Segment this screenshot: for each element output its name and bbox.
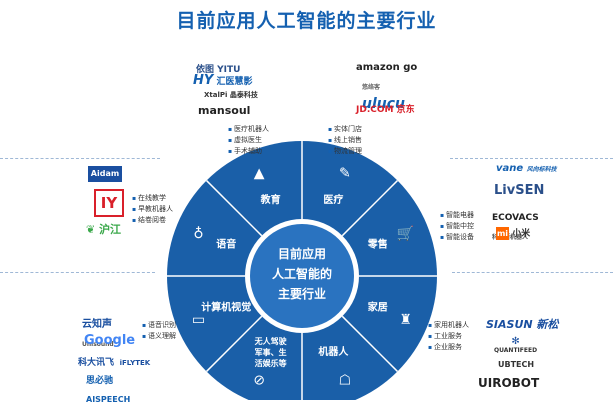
divider-bottom-left xyxy=(0,272,155,273)
robot-icon: ☖ xyxy=(339,372,352,388)
center-line-2: 人工智能的 xyxy=(272,266,332,281)
iflytek-logo: 科大讯飞 iFLYTEK xyxy=(78,358,151,368)
robot-item: 家用机器人 xyxy=(428,320,469,331)
sector-label: 教育 xyxy=(260,193,281,206)
sector-label: 无人驾驶军事、生活娱乐等 xyxy=(254,336,288,368)
divider-top-left xyxy=(0,158,160,159)
compass-icon: ⊘ xyxy=(253,372,265,388)
quantifeed-logo: ✻QUANTIFEED xyxy=(494,336,538,354)
leaf-icon: ❦ xyxy=(86,223,96,236)
mi-logo: mi 小米 xyxy=(496,227,531,240)
google-logo: Google xyxy=(84,333,136,348)
graduation-cap-icon: ▲ xyxy=(254,166,265,182)
sector-label: 零售 xyxy=(367,238,388,251)
cart-icon: 🛒 xyxy=(397,225,414,242)
education-applications: 在线教学早教机器人结卷阅卷 xyxy=(132,193,173,226)
lamp-icon: ♜ xyxy=(399,312,412,328)
sector-labels: 医疗 ✎ 零售 🛒 家居 ♜ 机器人 ☖ 无人驾驶军事、生活娱乐等 ⊘ 计算机视觉▭ 语音 ♁ 教育 ▲ xyxy=(192,166,414,389)
sector-label: 医疗 xyxy=(323,193,343,206)
education-item: 在线教学 xyxy=(132,193,173,204)
uirobot-logo: UIROBOT xyxy=(478,376,540,390)
education-item: 结卷阅卷 xyxy=(132,215,173,226)
microphone-icon: ♁ xyxy=(193,226,203,242)
huiyi-logo: HY 汇医慧影 xyxy=(193,73,253,88)
sector-divider xyxy=(206,315,263,372)
voice-applications: 语音识别语义理解 xyxy=(142,320,176,342)
center-hub xyxy=(250,224,354,328)
sector-divider xyxy=(206,180,263,237)
medical-applications: 医疗机器人虚拟医生手术辅助 xyxy=(228,124,269,157)
asterisk-icon: ✻ xyxy=(511,336,520,347)
syringe-icon: ✎ xyxy=(339,166,351,182)
home-item: 智能设备 xyxy=(440,232,474,243)
robot-item: 企业服务 xyxy=(428,342,469,353)
medical-item: 医疗机器人 xyxy=(228,124,269,135)
hujiang-logo: ❦ 沪江 xyxy=(86,223,122,236)
xtalpi-logo: XtalPi 晶泰科技 xyxy=(204,91,258,99)
voice-item: 语义理解 xyxy=(142,331,176,342)
retail-applications: 实体门店线上销售物流管理 xyxy=(328,124,362,157)
retail-item: 实体门店 xyxy=(328,124,362,135)
yitu-logo: 依图 YITU xyxy=(196,65,241,75)
medical-item: 虚拟医生 xyxy=(228,135,269,146)
sector-divider xyxy=(341,315,398,372)
home-item: 智能中控 xyxy=(440,221,474,232)
robot-item: 工业服务 xyxy=(428,331,469,342)
sector-dividers xyxy=(167,141,437,400)
siasun-logo: SIASUN 新松 xyxy=(486,318,559,331)
sector-label: 机器人 xyxy=(318,345,349,358)
medical-item: 手术辅助 xyxy=(228,146,269,157)
education-item: 早教机器人 xyxy=(132,204,173,215)
monitor-icon: ▭ xyxy=(192,312,205,328)
retail-item: 物流管理 xyxy=(328,146,362,157)
sector-label: 家居 xyxy=(368,300,388,313)
jd-logo: JD.COM 京东 xyxy=(356,105,415,115)
divider-top-right xyxy=(450,158,613,159)
page-title: 目前应用人工智能的主要行业 xyxy=(176,10,437,32)
sector-divider xyxy=(341,180,398,237)
center-line-3: 主要行业 xyxy=(278,286,326,301)
mansoul-logo: mansoul xyxy=(198,104,251,117)
divider-bottom-right xyxy=(452,272,613,273)
aidam-logo: Aidam xyxy=(88,166,122,182)
retail-item: 线上销售 xyxy=(328,135,362,146)
sector-label: 计算机视觉 xyxy=(201,300,251,313)
iy-logo: IY xyxy=(94,189,124,217)
center-line-1: 目前应用 xyxy=(278,246,326,261)
sector-label: 语音 xyxy=(216,238,236,251)
robot-applications: 家用机器人工业服务企业服务 xyxy=(428,320,469,353)
ubtech-logo: UBTECH xyxy=(498,360,535,369)
home-item: 智能电器 xyxy=(440,210,474,221)
voice-item: 语音识别 xyxy=(142,320,176,331)
home-applications: 智能电器智能中控智能设备 xyxy=(440,210,474,243)
livsen-logo: LivSEN xyxy=(494,183,545,198)
amazon-go-logo: amazon go xyxy=(356,62,418,73)
vane-logo: vane 风向标科技 xyxy=(496,163,557,174)
